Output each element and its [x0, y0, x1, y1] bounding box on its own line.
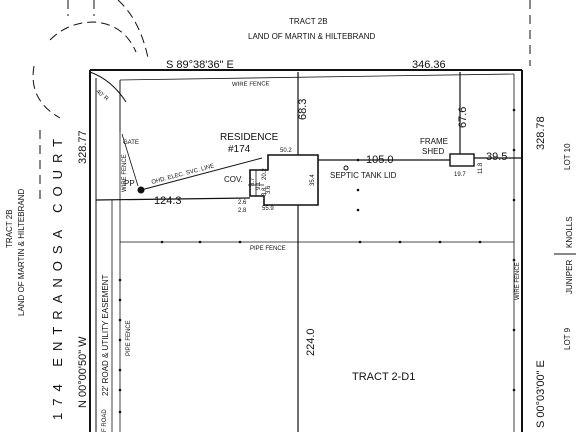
wire-fence-west-label: WIRE FENCE [122, 154, 128, 192]
cov-label: COV. [224, 175, 243, 184]
residence-dim-b: 8.7 [250, 177, 256, 186]
north-bearing: S 89°38'36" E [166, 59, 234, 71]
road-radius-arc [89, 71, 127, 103]
shed-label-2: SHED [422, 147, 444, 156]
lot-9: LOT 9 [563, 327, 572, 350]
east-bearing: S 00°03'00" E [535, 360, 547, 428]
wire-fence-label: WIRE FENCE [232, 81, 270, 88]
easement-label: 22' ROAD & UTILITY EASEMENT [101, 274, 110, 396]
residence-dim-c: 9.1 [256, 181, 262, 190]
residence-number: #174 [228, 144, 251, 155]
septic-label: SEPTIC TANK LID [330, 171, 397, 180]
west-distance: 328.77 [77, 130, 89, 164]
north-distance: 346.36 [412, 59, 446, 71]
knolls-label: KNOLLS [565, 216, 574, 248]
fence-posts [118, 108, 516, 414]
shed-label-1: FRAME [420, 137, 448, 146]
road-radius-label: 40' R [95, 89, 110, 103]
residence-dim-north: 50.2 [280, 148, 292, 154]
residence-dim-east: 35.4 [310, 174, 316, 186]
frame-shed [449, 153, 475, 167]
dim-house-north-label: 68.3 [297, 99, 309, 120]
juniper-label: JUNIPER [565, 260, 574, 294]
property-boundary [39, 0, 531, 432]
dim-house-west [95, 197, 251, 201]
tract-main: TRACT 2-D1 [352, 371, 415, 383]
electric-line [140, 157, 263, 191]
tract-top-2: LAND OF MARTIN & HILTEBRAND [248, 32, 376, 41]
wire-fence-east-label: WIRE FENCE [515, 262, 521, 300]
tract-top-1: TRACT 2B [289, 17, 328, 26]
tract-left-1: TRACT 2B [5, 209, 14, 248]
pipe-fence-west-label: PIPE FENCE [126, 320, 132, 356]
gate-label: GATE [123, 140, 139, 146]
residence-label: RESIDENCE [220, 132, 279, 143]
road-name: 174 ENTRANOSA COURT [50, 132, 65, 420]
dim-shed-north-label: 67.6 [457, 107, 469, 128]
shed-dim-h: 11.8 [478, 162, 484, 174]
east-distance: 328.78 [535, 116, 547, 150]
pipe-fence-label: PIPE FENCE [250, 246, 286, 252]
dim-house-south-label: 224.0 [305, 328, 317, 356]
residence-dim-e: 2.6 [238, 200, 247, 206]
septic-lid [343, 165, 349, 171]
residence-dim-south: 55.9 [262, 206, 274, 212]
road-fragment: F ROAD [102, 409, 108, 432]
residence-dim-g: 3.6 [266, 185, 272, 194]
dim-house-west-label: 124.3 [154, 195, 182, 207]
wire-fence-north [119, 73, 515, 81]
residence-dim-d: 3.8 [262, 187, 268, 196]
electric-line-label: OHD. ELEC. SVC. LINE [151, 163, 215, 186]
dim-shed-east-label: 39.5 [486, 151, 507, 163]
lot-10: LOT 10 [563, 143, 572, 170]
residence-dim-f: 2.8 [238, 208, 247, 214]
cul-de-sac-curve [32, 0, 149, 119]
residence-footprint [248, 154, 319, 206]
shed-dim-w: 19.7 [454, 172, 466, 178]
residence-dim-a: 20.2 [262, 168, 268, 180]
tract-left-2: LAND OF MARTIN & HILTEBRAND [17, 189, 26, 317]
pp-label: PP [124, 179, 135, 188]
gate-to-pole [121, 133, 139, 187]
west-bearing: N 00°00'50" W [77, 336, 89, 408]
dim-house-shed-label: 105.0 [366, 154, 394, 166]
